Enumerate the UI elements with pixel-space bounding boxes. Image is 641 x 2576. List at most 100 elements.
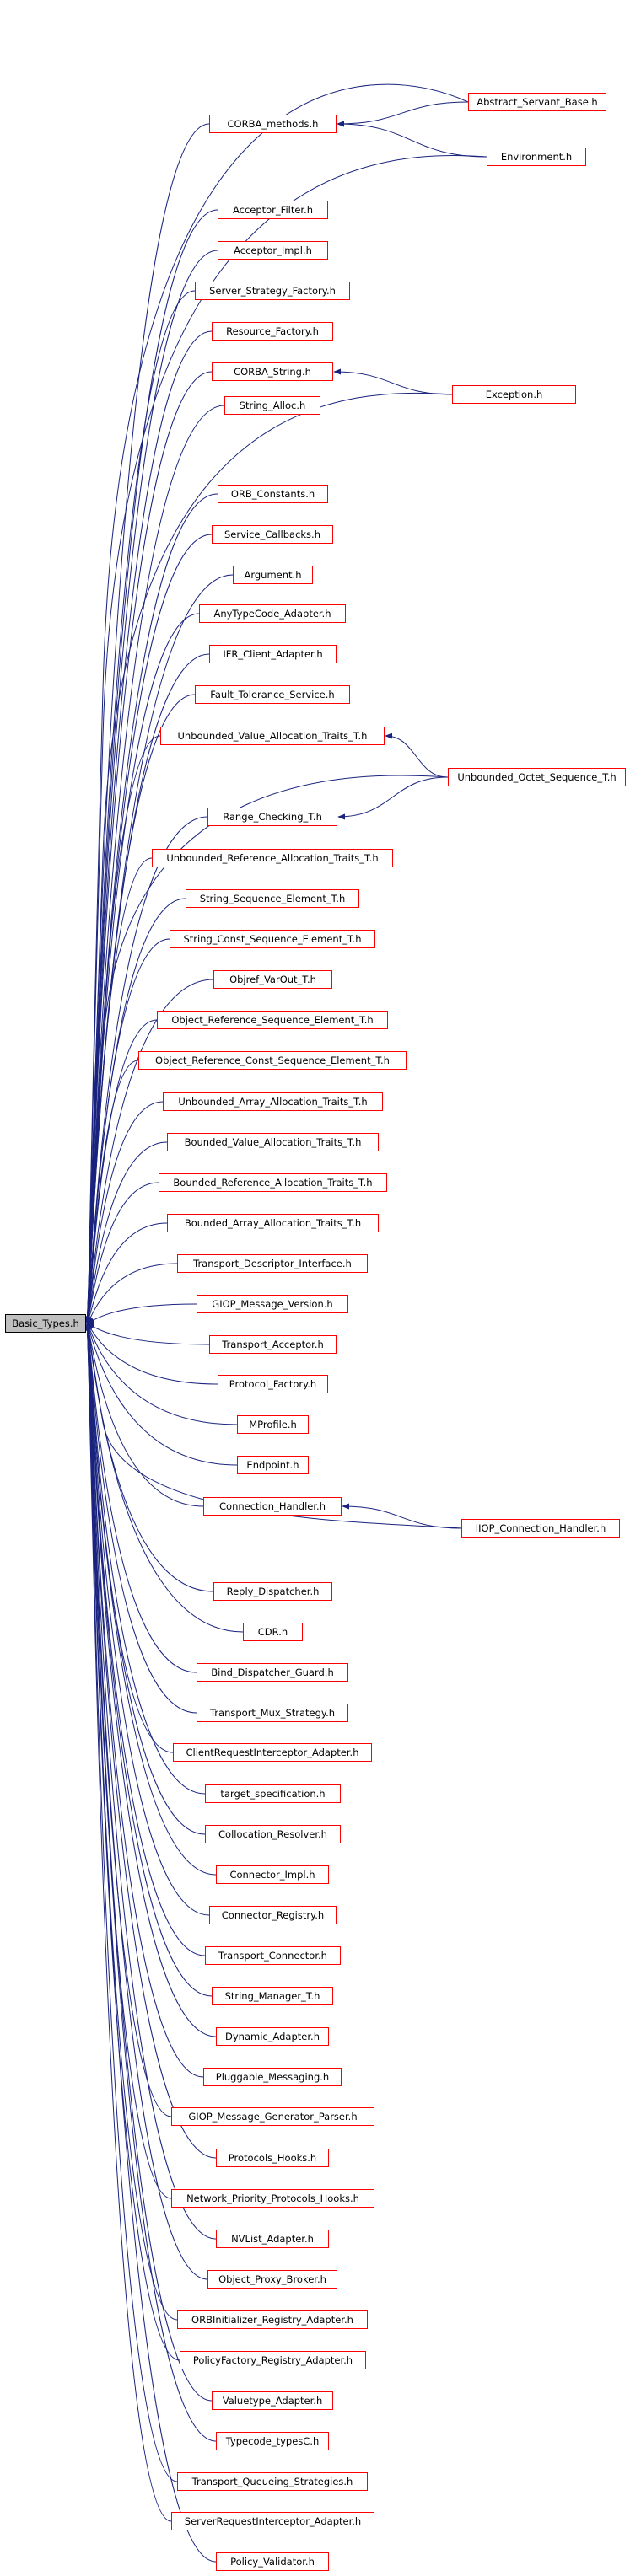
node-target-specification[interactable]: target_specification.h [205, 1784, 341, 1803]
node-nvlist-adapter[interactable]: NVList_Adapter.h [216, 2230, 329, 2248]
node-anytypecode-adapter[interactable]: AnyTypeCode_Adapter.h [199, 604, 346, 623]
node-label: Fault_Tolerance_Service.h [210, 689, 335, 700]
node-label: Bind_Dispatcher_Guard.h [211, 1666, 334, 1678]
edge-giop-message-generator-parser-to-basic-types [85, 1323, 172, 2117]
node-transport-descriptor-interface[interactable]: Transport_Descriptor_Interface.h [177, 1254, 368, 1273]
node-label: Bounded_Reference_Allocation_Traits_T.h [173, 1177, 373, 1189]
node-collocation-resolver[interactable]: Collocation_Resolver.h [205, 1825, 341, 1843]
node-label: String_Sequence_Element_T.h [199, 893, 346, 904]
edge-typecode-typesc-to-basic-types [84, 1323, 217, 2442]
node-corba-methods[interactable]: CORBA_methods.h [209, 115, 337, 133]
node-label: Connector_Registry.h [221, 1909, 325, 1921]
node-orbinitializer-registry-adapter[interactable]: ORBInitializer_Registry_Adapter.h [177, 2310, 368, 2329]
node-object-proxy-broker[interactable]: Object_Proxy_Broker.h [207, 2270, 337, 2289]
node-label: Unbounded_Array_Allocation_Traits_T.h [178, 1096, 368, 1108]
node-cdr[interactable]: CDR.h [243, 1623, 303, 1641]
node-exception[interactable]: Exception.h [452, 385, 576, 404]
edge-transport-acceptor-to-basic-types [86, 1321, 210, 1345]
node-giop-message-generator-parser[interactable]: GIOP_Message_Generator_Parser.h [171, 2107, 374, 2126]
node-label: Abstract_Servant_Base.h [477, 96, 598, 108]
node-argument[interactable]: Argument.h [233, 566, 313, 584]
node-label: Argument.h [244, 569, 302, 581]
node-label: Protocols_Hooks.h [228, 2152, 317, 2164]
node-string-sequence-element-t[interactable]: String_Sequence_Element_T.h [186, 889, 359, 908]
node-network-priority-protocols-hooks[interactable]: Network_Priority_Protocols_Hooks.h [171, 2189, 374, 2208]
node-label: Object_Proxy_Broker.h [218, 2273, 326, 2285]
edge-unbounded-reference-allocation-traits-t-to-basic-types [86, 857, 153, 1324]
node-bounded-array-allocation-traits-t[interactable]: Bounded_Array_Allocation_Traits_T.h [167, 1214, 379, 1232]
node-object-reference-const-sequence-element-t[interactable]: Object_Reference_Const_Sequence_Element_… [138, 1051, 407, 1070]
node-label: ServerRequestInterceptor_Adapter.h [184, 2515, 362, 2527]
node-connection-handler[interactable]: Connection_Handler.h [203, 1497, 342, 1516]
node-label: ORBInitializer_Registry_Adapter.h [191, 2314, 353, 2326]
node-label: Server_Strategy_Factory.h [209, 285, 336, 297]
node-server-strategy-factory[interactable]: Server_Strategy_Factory.h [195, 282, 350, 300]
node-bounded-value-allocation-traits-t[interactable]: Bounded_Value_Allocation_Traits_T.h [167, 1133, 379, 1151]
edge-iiop-connection-handler-to-basic-types [86, 1320, 462, 1529]
node-mprofile[interactable]: MProfile.h [237, 1415, 309, 1434]
node-connector-registry[interactable]: Connector_Registry.h [209, 1906, 337, 1924]
node-iiop-connection-handler[interactable]: IIOP_Connection_Handler.h [461, 1519, 620, 1538]
node-label: Transport_Queueing_Strategies.h [191, 2476, 353, 2487]
node-label: ClientRequestInterceptor_Adapter.h [186, 1747, 359, 1758]
node-giop-message-version[interactable]: GIOP_Message_Version.h [197, 1295, 348, 1313]
node-string-const-sequence-element-t[interactable]: String_Const_Sequence_Element_T.h [170, 930, 375, 948]
node-label: Connection_Handler.h [219, 1500, 326, 1512]
node-label: Object_Reference_Sequence_Element_T.h [171, 1014, 374, 1026]
node-fault-tolerance-service[interactable]: Fault_Tolerance_Service.h [195, 685, 350, 704]
node-pluggable-messaging[interactable]: Pluggable_Messaging.h [203, 2068, 342, 2086]
node-bounded-reference-allocation-traits-t[interactable]: Bounded_Reference_Allocation_Traits_T.h [159, 1173, 387, 1192]
node-label: Dynamic_Adapter.h [225, 2031, 320, 2042]
node-clientrequestinterceptor-adapter[interactable]: ClientRequestInterceptor_Adapter.h [173, 1743, 372, 1762]
node-connector-impl[interactable]: Connector_Impl.h [216, 1865, 329, 1884]
edge-endpoint-to-basic-types [86, 1323, 238, 1466]
node-transport-acceptor[interactable]: Transport_Acceptor.h [209, 1335, 337, 1354]
node-environment[interactable]: Environment.h [487, 148, 586, 166]
node-label: Protocol_Factory.h [229, 1378, 317, 1390]
edge-bounded-value-allocation-traits-t-to-basic-types [86, 1141, 168, 1324]
node-label: AnyTypeCode_Adapter.h [213, 608, 331, 620]
node-abstract-servant-base[interactable]: Abstract_Servant_Base.h [468, 93, 606, 111]
node-objref-varout-t[interactable]: Objref_VarOut_T.h [213, 970, 332, 989]
node-endpoint[interactable]: Endpoint.h [237, 1456, 309, 1474]
node-orb-constants[interactable]: ORB_Constants.h [218, 485, 328, 503]
node-resource-factory[interactable]: Resource_Factory.h [212, 322, 333, 341]
node-policyfactory-registry-adapter[interactable]: PolicyFactory_Registry_Adapter.h [180, 2351, 366, 2369]
node-service-callbacks[interactable]: Service_Callbacks.h [212, 525, 333, 544]
node-label: Unbounded_Octet_Sequence_T.h [457, 771, 617, 783]
node-dynamic-adapter[interactable]: Dynamic_Adapter.h [216, 2027, 329, 2046]
node-label: Typecode_typesC.h [225, 2435, 320, 2447]
node-policy-validator[interactable]: Policy_Validator.h [216, 2552, 329, 2571]
node-label: IFR_Client_Adapter.h [223, 648, 323, 660]
node-ifr-client-adapter[interactable]: IFR_Client_Adapter.h [209, 645, 337, 663]
node-object-reference-sequence-element-t[interactable]: Object_Reference_Sequence_Element_T.h [157, 1011, 388, 1029]
node-transport-queueing-strategies[interactable]: Transport_Queueing_Strategies.h [177, 2472, 368, 2491]
node-corba-string[interactable]: CORBA_String.h [212, 362, 333, 381]
node-valuetype-adapter[interactable]: Valuetype_Adapter.h [212, 2391, 333, 2410]
edge-valuetype-adapter-to-basic-types [84, 1323, 213, 2402]
node-unbounded-octet-sequence-t[interactable]: Unbounded_Octet_Sequence_T.h [448, 768, 626, 786]
node-serverrequestinterceptor-adapter[interactable]: ServerRequestInterceptor_Adapter.h [171, 2512, 374, 2530]
node-acceptor-impl[interactable]: Acceptor_Impl.h [218, 241, 328, 260]
node-string-alloc[interactable]: String_Alloc.h [224, 396, 320, 415]
node-label: CORBA_methods.h [227, 118, 319, 130]
node-string-manager-t[interactable]: String_Manager_T.h [212, 1987, 333, 2005]
node-protocols-hooks[interactable]: Protocols_Hooks.h [216, 2149, 329, 2167]
node-acceptor-filter[interactable]: Acceptor_Filter.h [218, 201, 328, 219]
node-label: CDR.h [257, 1626, 288, 1638]
node-typecode-typesc[interactable]: Typecode_typesC.h [216, 2432, 329, 2450]
node-range-checking-t[interactable]: Range_Checking_T.h [207, 808, 337, 826]
node-label: Pluggable_Messaging.h [215, 2071, 330, 2083]
node-label: CORBA_String.h [234, 366, 311, 378]
node-bind-dispatcher-guard[interactable]: Bind_Dispatcher_Guard.h [197, 1663, 348, 1682]
node-label: PolicyFactory_Registry_Adapter.h [192, 2354, 353, 2366]
node-label: ORB_Constants.h [230, 488, 315, 500]
node-unbounded-value-allocation-traits-t[interactable]: Unbounded_Value_Allocation_Traits_T.h [160, 727, 385, 745]
node-transport-mux-strategy[interactable]: Transport_Mux_Strategy.h [197, 1704, 348, 1722]
node-label: Network_Priority_Protocols_Hooks.h [186, 2192, 359, 2204]
node-unbounded-array-allocation-traits-t[interactable]: Unbounded_Array_Allocation_Traits_T.h [163, 1092, 383, 1111]
node-transport-connector[interactable]: Transport_Connector.h [205, 1946, 341, 1965]
node-unbounded-reference-allocation-traits-t[interactable]: Unbounded_Reference_Allocation_Traits_T.… [152, 849, 393, 867]
node-reply-dispatcher[interactable]: Reply_Dispatcher.h [213, 1582, 332, 1601]
node-protocol-factory[interactable]: Protocol_Factory.h [218, 1375, 328, 1393]
